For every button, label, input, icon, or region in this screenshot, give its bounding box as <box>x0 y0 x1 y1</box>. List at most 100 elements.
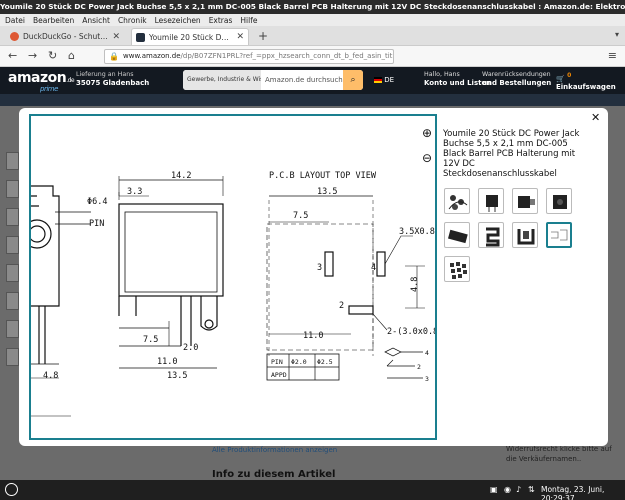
page-thumbnail <box>6 236 19 254</box>
account-label: Konto und Listen <box>424 79 492 87</box>
cart-label: Einkaufswagen <box>556 83 616 91</box>
dim-phi64: Φ6.4 <box>87 197 107 207</box>
page-thumbnail <box>6 152 19 170</box>
thumbnail[interactable] <box>512 222 538 248</box>
technical-drawing: 14.2 3.3 Φ6.4 PIN 7.5 2.0 11.0 13.5 4.8 … <box>31 171 435 417</box>
seller-note-line2: die Verkäufernamen.. <box>506 455 582 463</box>
close-icon[interactable]: ✕ <box>591 111 601 124</box>
tab-duckduckgo[interactable]: DuckDuckGo - Schutz. Privats ✕ <box>6 28 124 45</box>
menu-chronik[interactable]: Chronik <box>117 15 147 25</box>
thumbnail-grid <box>444 188 579 282</box>
delivery-location[interactable]: Lieferung an Hans 35075 Gladenbach <box>76 71 149 88</box>
flag-icon <box>374 77 382 83</box>
cart-link[interactable]: 🛒 0 Einkaufswagen <box>556 72 625 91</box>
lock-icon: 🔒 <box>109 52 119 61</box>
back-icon[interactable]: ← <box>8 49 18 62</box>
zoom-out-icon[interactable]: ⊖ <box>422 151 433 165</box>
dim-4-8: 4.8 <box>43 371 58 381</box>
table-appd: APPD <box>271 371 287 379</box>
new-tab-icon[interactable]: + <box>258 29 269 43</box>
amazon-favicon-icon <box>136 32 145 42</box>
forward-icon[interactable]: → <box>28 49 38 62</box>
thumbnail[interactable] <box>444 222 470 248</box>
language-selector[interactable]: DE <box>374 76 394 84</box>
dim-2-0: 2.0 <box>183 343 198 353</box>
dim-3-3: 3.3 <box>127 187 142 197</box>
menu-bearbeiten[interactable]: Bearbeiten <box>33 15 75 25</box>
cart-icon: 🛒 <box>556 75 565 83</box>
language-code: DE <box>384 76 395 84</box>
table-phi-2-0: Φ2.0 <box>291 358 307 366</box>
pcb-dim-11-0: 11.0 <box>303 331 323 341</box>
pin-label: PIN <box>89 219 104 229</box>
schematic-3: 3 <box>425 375 429 383</box>
sub-navigation <box>0 94 625 106</box>
thumbnail[interactable] <box>444 256 470 282</box>
dim-7-5: 7.5 <box>143 335 158 345</box>
menu-lesezeichen[interactable]: Lesezeichen <box>154 15 201 25</box>
all-product-info-link[interactable]: Alle Produktinformationen anzeigen <box>212 446 338 454</box>
url-path: /dp/B07ZFN1PRL?ref_=ppx_hzsearch_conn_dt… <box>180 52 394 60</box>
menu-icon[interactable]: ≡ <box>607 49 617 62</box>
zoom-in-icon[interactable]: ⊕ <box>422 126 433 140</box>
thumbnail[interactable] <box>478 188 504 214</box>
search-input[interactable]: Amazon.de durchsuch <box>265 76 343 84</box>
orders-line2: und Bestellungen <box>482 79 552 87</box>
close-tab-icon[interactable]: ✕ <box>236 32 244 42</box>
url-bar[interactable]: 🔒 www.amazon.de/dp/B07ZFN1PRL?ref_=ppx_h… <box>104 49 394 64</box>
reload-icon[interactable]: ↻ <box>48 49 58 62</box>
thumbnail[interactable] <box>444 188 470 214</box>
tab-amazon[interactable]: Youmile 20 Stück DC Power J ✕ <box>131 28 249 45</box>
tab-title: Youmile 20 Stück DC Power J <box>149 32 232 42</box>
product-title: Youmile 20 Stück DC Power Jack Buchse 5,… <box>443 129 580 179</box>
menu-bar: Datei Bearbeiten Ansicht Chronik Lesezei… <box>0 14 625 26</box>
table-phi-2-5: Φ2.5 <box>317 358 333 366</box>
search-icon[interactable]: ⌕ <box>343 70 363 90</box>
pcb-dim-4-8: 4.8 <box>410 277 420 292</box>
tray-icon[interactable]: ▣ <box>490 485 498 494</box>
dim-13-5: 13.5 <box>167 371 187 381</box>
orders-link[interactable]: Warenrücksendungen und Bestellungen <box>482 71 551 88</box>
pcb-layout-label: P.C.B LAYOUT <box>269 171 330 181</box>
search-bar: Gewerbe, Industrie & Wissenschaft Amazon… <box>183 70 363 90</box>
thumbnail[interactable] <box>546 188 572 214</box>
clock[interactable]: Montag, 23. Juni, 20:29:37 <box>541 485 605 500</box>
section-title: Info zu diesem Artikel <box>212 469 336 480</box>
tab-title: DuckDuckGo - Schutz. Privats <box>23 32 108 41</box>
menu-datei[interactable]: Datei <box>5 15 26 25</box>
logo-suffix: .de <box>66 77 75 84</box>
system-menu-icon[interactable] <box>5 483 18 496</box>
window-title: Youmile 20 Stück DC Power Jack Buchse 5,… <box>0 0 625 14</box>
volume-icon[interactable]: ♪ <box>516 485 522 494</box>
menu-ansicht[interactable]: Ansicht <box>82 15 110 25</box>
url-host: www.amazon.de <box>123 52 181 60</box>
thumbnail[interactable] <box>512 188 538 214</box>
tray-icon[interactable]: ◉ <box>504 485 511 494</box>
amazon-logo[interactable]: amazon.de prime <box>8 70 75 93</box>
orders-line1: Warenrücksendungen <box>482 71 551 78</box>
tab-bar: DuckDuckGo - Schutz. Privats ✕ Youmile 2… <box>0 26 625 46</box>
close-tab-icon[interactable]: ✕ <box>112 31 120 42</box>
thumbnail[interactable] <box>478 222 504 248</box>
page-thumbnail <box>6 292 19 310</box>
table-pin: PIN <box>271 358 283 366</box>
duckduckgo-icon <box>10 32 19 41</box>
logo-text: amazon <box>8 70 67 86</box>
product-image[interactable]: 14.2 3.3 Φ6.4 PIN 7.5 2.0 11.0 13.5 4.8 … <box>29 114 437 440</box>
pad-label-2: 2 <box>339 301 344 311</box>
menu-extras[interactable]: Extras <box>208 15 233 25</box>
home-icon[interactable]: ⌂ <box>68 49 75 62</box>
account-menu[interactable]: Hallo, Hans Konto und Listen <box>424 71 491 88</box>
menu-hilfe[interactable]: Hilfe <box>240 15 258 25</box>
prime-label: prime <box>40 85 58 93</box>
pcb-dim-7-5: 7.5 <box>293 211 308 221</box>
thumbnail-selected[interactable] <box>546 222 572 248</box>
seller-note: Widerrufsrecht klicke bitte auf die Verk… <box>506 444 612 464</box>
dim-14-2: 14.2 <box>171 171 191 181</box>
pcb-dim-3-5x0-8: 3.5X0.8 <box>399 227 435 237</box>
amazon-header: amazon.de prime Lieferung an Hans 35075 … <box>0 67 625 94</box>
list-tabs-icon[interactable]: ▾ <box>614 30 619 39</box>
search-category-select[interactable]: Gewerbe, Industrie & Wissenschaft <box>183 70 261 90</box>
account-greeting: Hallo, Hans <box>424 71 460 78</box>
network-icon[interactable]: ⇅ <box>528 485 535 494</box>
